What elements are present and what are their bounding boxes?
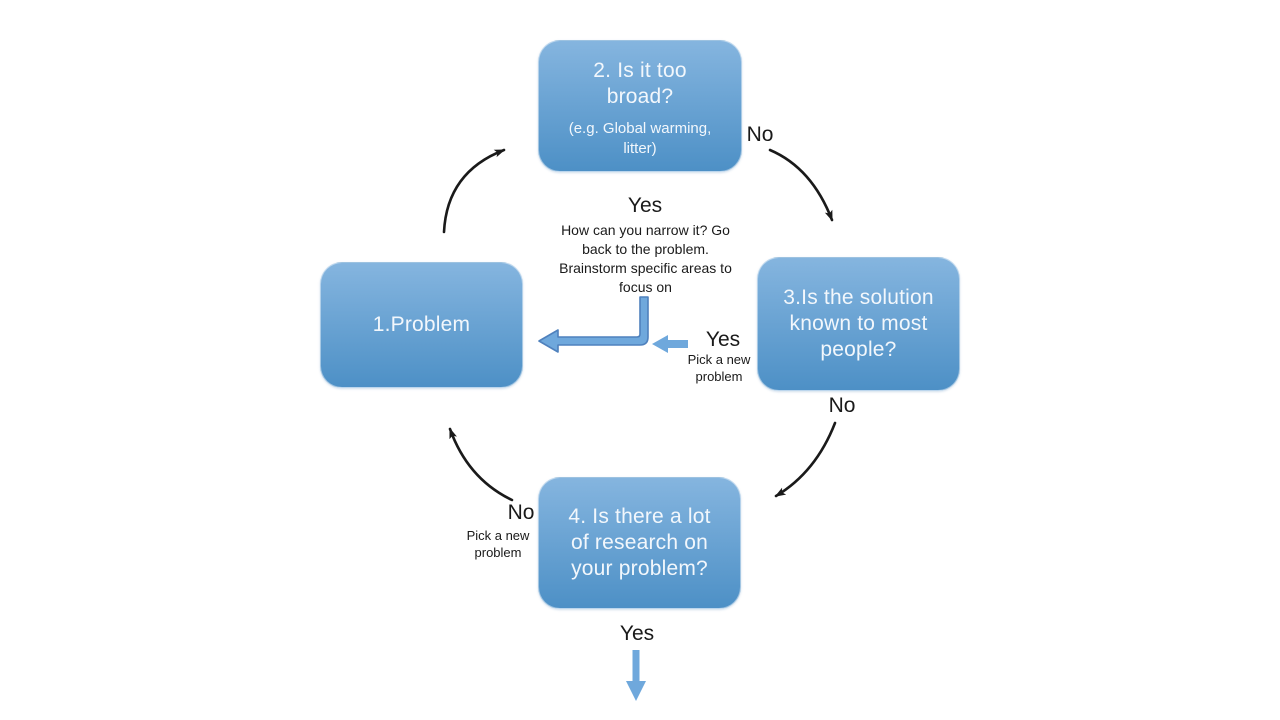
- arrow-no-too-broad-to-solution: [768, 148, 834, 222]
- label-narrow-note: How can you narrow it? Go back to the pr…: [559, 222, 732, 295]
- node-too-broad-title: 2. Is it too broad?: [593, 58, 687, 108]
- node-solution-known: 3.Is the solution known to most people?: [757, 257, 960, 391]
- node-research: 4. Is there a lot of research on your pr…: [538, 477, 741, 609]
- arrow-problem-to-too-broad: [442, 148, 506, 234]
- node-too-broad-subtitle: (e.g. Global warming, litter): [568, 119, 712, 157]
- label-no-left-of-research: No: [507, 501, 535, 524]
- label-no-below-solution: No: [828, 394, 856, 417]
- label-yes-middle: Yes: [627, 194, 663, 217]
- node-solution-known-title: 3.Is the solution known to most people?: [783, 286, 934, 361]
- label-yes-bottom: Yes: [619, 622, 655, 645]
- arrow-yes-down: [626, 650, 646, 701]
- node-problem: 1.Problem: [320, 262, 523, 388]
- node-problem-title: 1.Problem: [372, 313, 471, 336]
- node-research-title: 4. Is there a lot of research on your pr…: [568, 505, 711, 580]
- label-pick-new-problem-right: Pick a new problem: [687, 352, 751, 384]
- node-too-broad: 2. Is it too broad? (e.g. Global warming…: [538, 40, 742, 172]
- label-yes-right: Yes: [705, 328, 741, 351]
- arrow-no-solution-to-research: [774, 421, 837, 498]
- label-no-top-right: No: [746, 123, 774, 146]
- label-pick-new-problem-left: Pick a new problem: [466, 528, 530, 560]
- elbow-arrow-yes-to-problem: [538, 296, 649, 353]
- arrow-no-research-to-problem: [448, 427, 514, 502]
